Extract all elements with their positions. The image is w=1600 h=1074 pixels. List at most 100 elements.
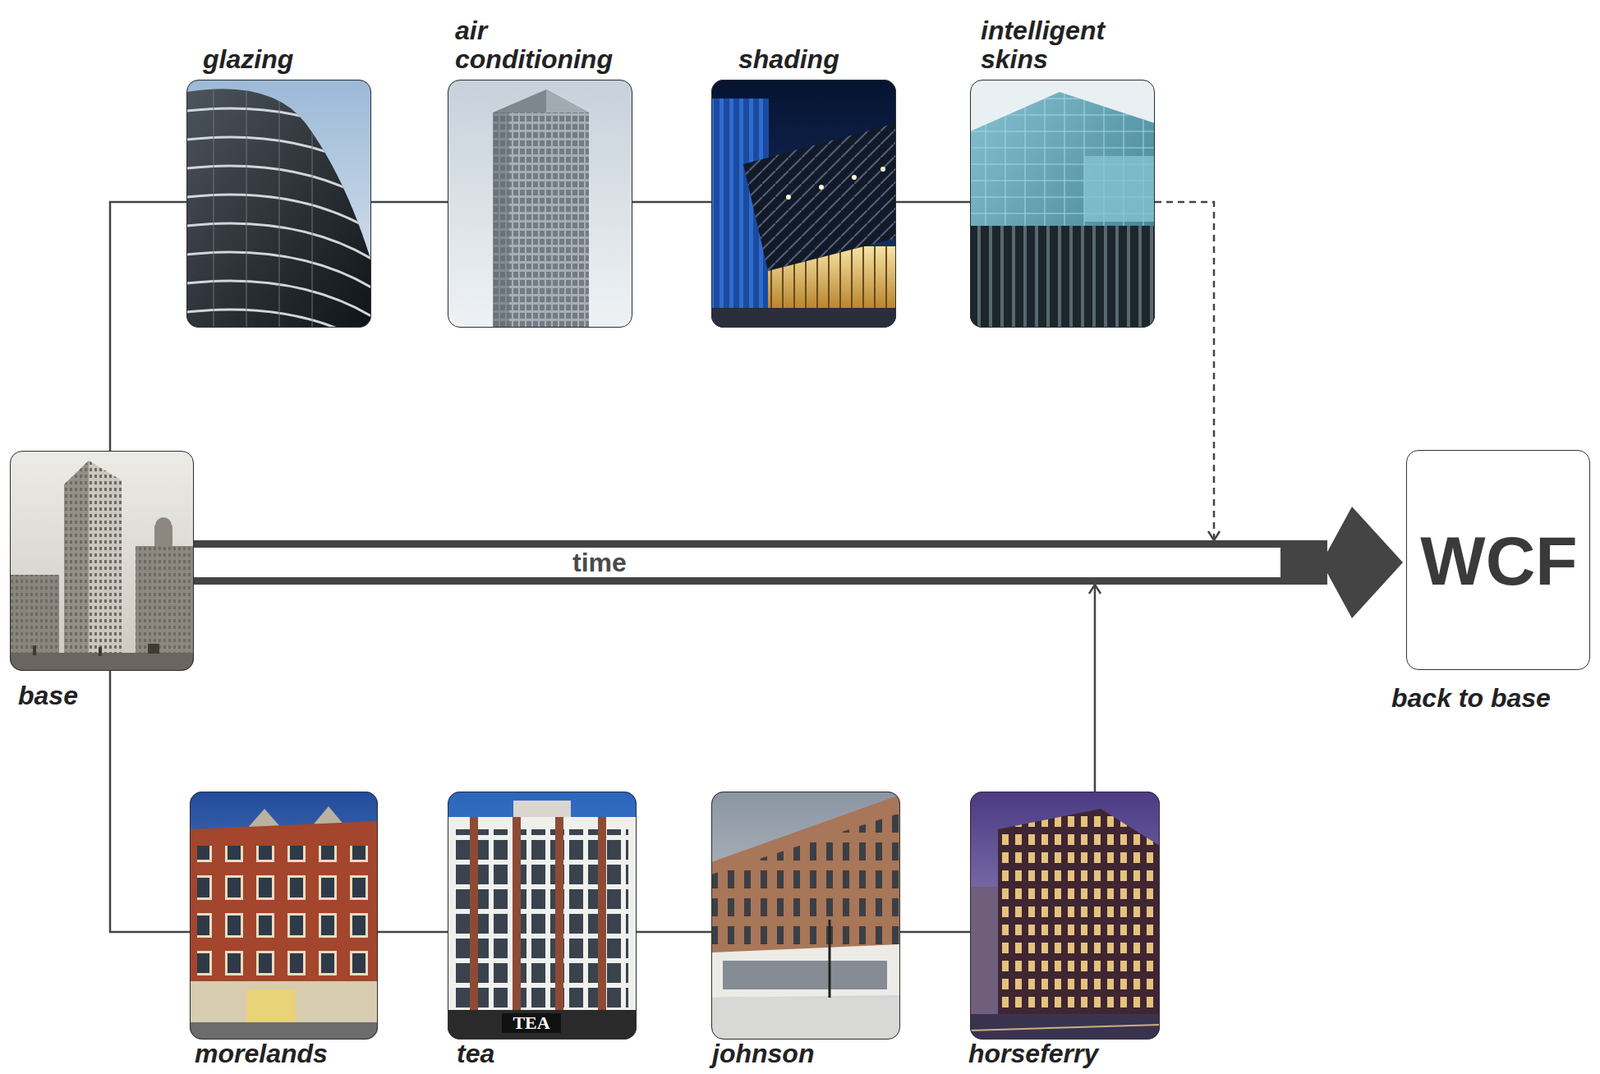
photo-box: shading: [711, 79, 897, 328]
flatiron-photo-part: [9, 574, 60, 653]
time-arrow: time: [193, 540, 1403, 585]
tea-photo-part: [447, 1010, 637, 1040]
johnson-photo-part: [722, 960, 888, 990]
tea-photo: [447, 791, 637, 1040]
shading-photo: [711, 79, 897, 328]
tower-photo-part: [447, 79, 633, 328]
johnson-photo-part: [711, 795, 901, 998]
skins-photo-part: [970, 225, 1155, 328]
morelands-photo: [189, 791, 378, 1040]
connector-line: [110, 202, 187, 451]
tower-photo-part: [492, 112, 589, 328]
glazing-photo-part: [186, 79, 372, 328]
tea-photo-part: [447, 817, 637, 1040]
tea-photo-part: [447, 817, 637, 1040]
connector: [900, 932, 971, 934]
node-label: back to base: [1391, 684, 1551, 713]
glazing-photo: [186, 79, 372, 328]
result-box: WCFback to base: [1406, 450, 1591, 671]
glazing-photo-part-part: [279, 79, 281, 328]
node-label: horseferry: [968, 1040, 1099, 1067]
arrow-head: [1089, 584, 1101, 594]
skins-photo-part: [1084, 156, 1155, 222]
flatiron-photo: [9, 450, 194, 672]
connector-line: [896, 201, 971, 204]
connector-line: [900, 931, 971, 934]
glazing-photo-part-part: [312, 79, 313, 328]
flatiron-photo-part: [9, 450, 194, 672]
morelands-photo-part: [189, 1022, 378, 1040]
photo-box: morelands: [189, 791, 378, 1040]
connector-line: [632, 201, 712, 204]
connector-line: [1094, 584, 1097, 792]
sign-text: TEA: [501, 1013, 561, 1034]
flatiron-photo-part: [135, 546, 194, 653]
johnson-photo: [711, 791, 901, 1040]
flatiron-photo-part: [155, 517, 172, 534]
johnson-photo-part: [711, 791, 901, 1040]
morelands-photo-part: [189, 791, 378, 1040]
photo-box: johnson: [711, 791, 901, 1040]
skins-photo-part: [970, 225, 1155, 328]
tower-photo-part: [492, 89, 589, 113]
shading-photo-part: [743, 123, 897, 272]
morelands-photo-part: [189, 821, 378, 1023]
node-label: morelands: [194, 1040, 328, 1067]
connector-line: [636, 931, 712, 934]
morelands-photo-part: [246, 989, 296, 1023]
horseferry-photo: [970, 791, 1160, 1040]
horseferry-photo-part: [997, 809, 1160, 1015]
johnson-photo-part: [828, 919, 832, 998]
photo-box: intelligent skins: [970, 79, 1155, 328]
connector: [632, 202, 712, 203]
morelands-photo-part: [197, 845, 374, 978]
flatiron-photo-part: [98, 647, 102, 657]
horseferry-photo-part: [970, 1014, 1160, 1040]
node-label: tea: [456, 1040, 495, 1067]
time-arrow-part: [193, 577, 1287, 585]
flatiron-photo-part: [135, 546, 194, 653]
glazing-photo-part-part: [213, 79, 215, 328]
photo-box: horseferry: [970, 791, 1160, 1040]
tower-photo-part: [492, 112, 510, 328]
shading-photo-part: [818, 184, 824, 190]
box-title: WCF: [1420, 526, 1578, 596]
connector-line: [377, 931, 448, 934]
node-label: johnson: [712, 1040, 814, 1067]
connector: [110, 671, 190, 933]
node-label: intelligent skins: [980, 16, 1105, 74]
connector-line: [1154, 202, 1214, 541]
arrow-head: [1208, 531, 1220, 541]
skins-photo-part: [970, 91, 1155, 328]
node-label: glazing: [202, 45, 294, 74]
time-arrow-part: [1280, 540, 1328, 585]
shading-photo-part: [743, 123, 897, 272]
flatiron-photo-part: [88, 460, 122, 653]
glazing-photo-part: [186, 79, 372, 328]
photo-box: tea: [447, 791, 637, 1040]
node-label: shading: [738, 45, 840, 74]
horseferry-photo-part: [997, 809, 1160, 1015]
flatiron-photo-part: [9, 574, 60, 653]
horseferry-photo-part: [970, 1025, 1160, 1031]
shading-photo-part: [786, 194, 791, 200]
axis-label: time: [572, 549, 627, 576]
connector-line: [371, 201, 448, 204]
node-label: base: [18, 681, 79, 711]
flatiron-photo-part: [32, 645, 37, 656]
shading-photo-part: [880, 166, 886, 172]
photo-box: air conditioning: [447, 79, 633, 328]
connector: [1154, 202, 1220, 541]
tower-photo-part: [492, 112, 589, 328]
skins-photo: [970, 79, 1155, 328]
connector: [1089, 584, 1101, 792]
johnson-photo-part: [711, 997, 901, 1040]
connector: [371, 202, 448, 203]
flatiron-photo-part: [147, 643, 160, 654]
photo-box: base: [9, 450, 194, 672]
time-arrow-shape: [193, 540, 1403, 585]
node-label: air conditioning: [455, 16, 613, 74]
time-arrow-part: [193, 540, 1287, 548]
shading-photo-part: [851, 174, 857, 180]
